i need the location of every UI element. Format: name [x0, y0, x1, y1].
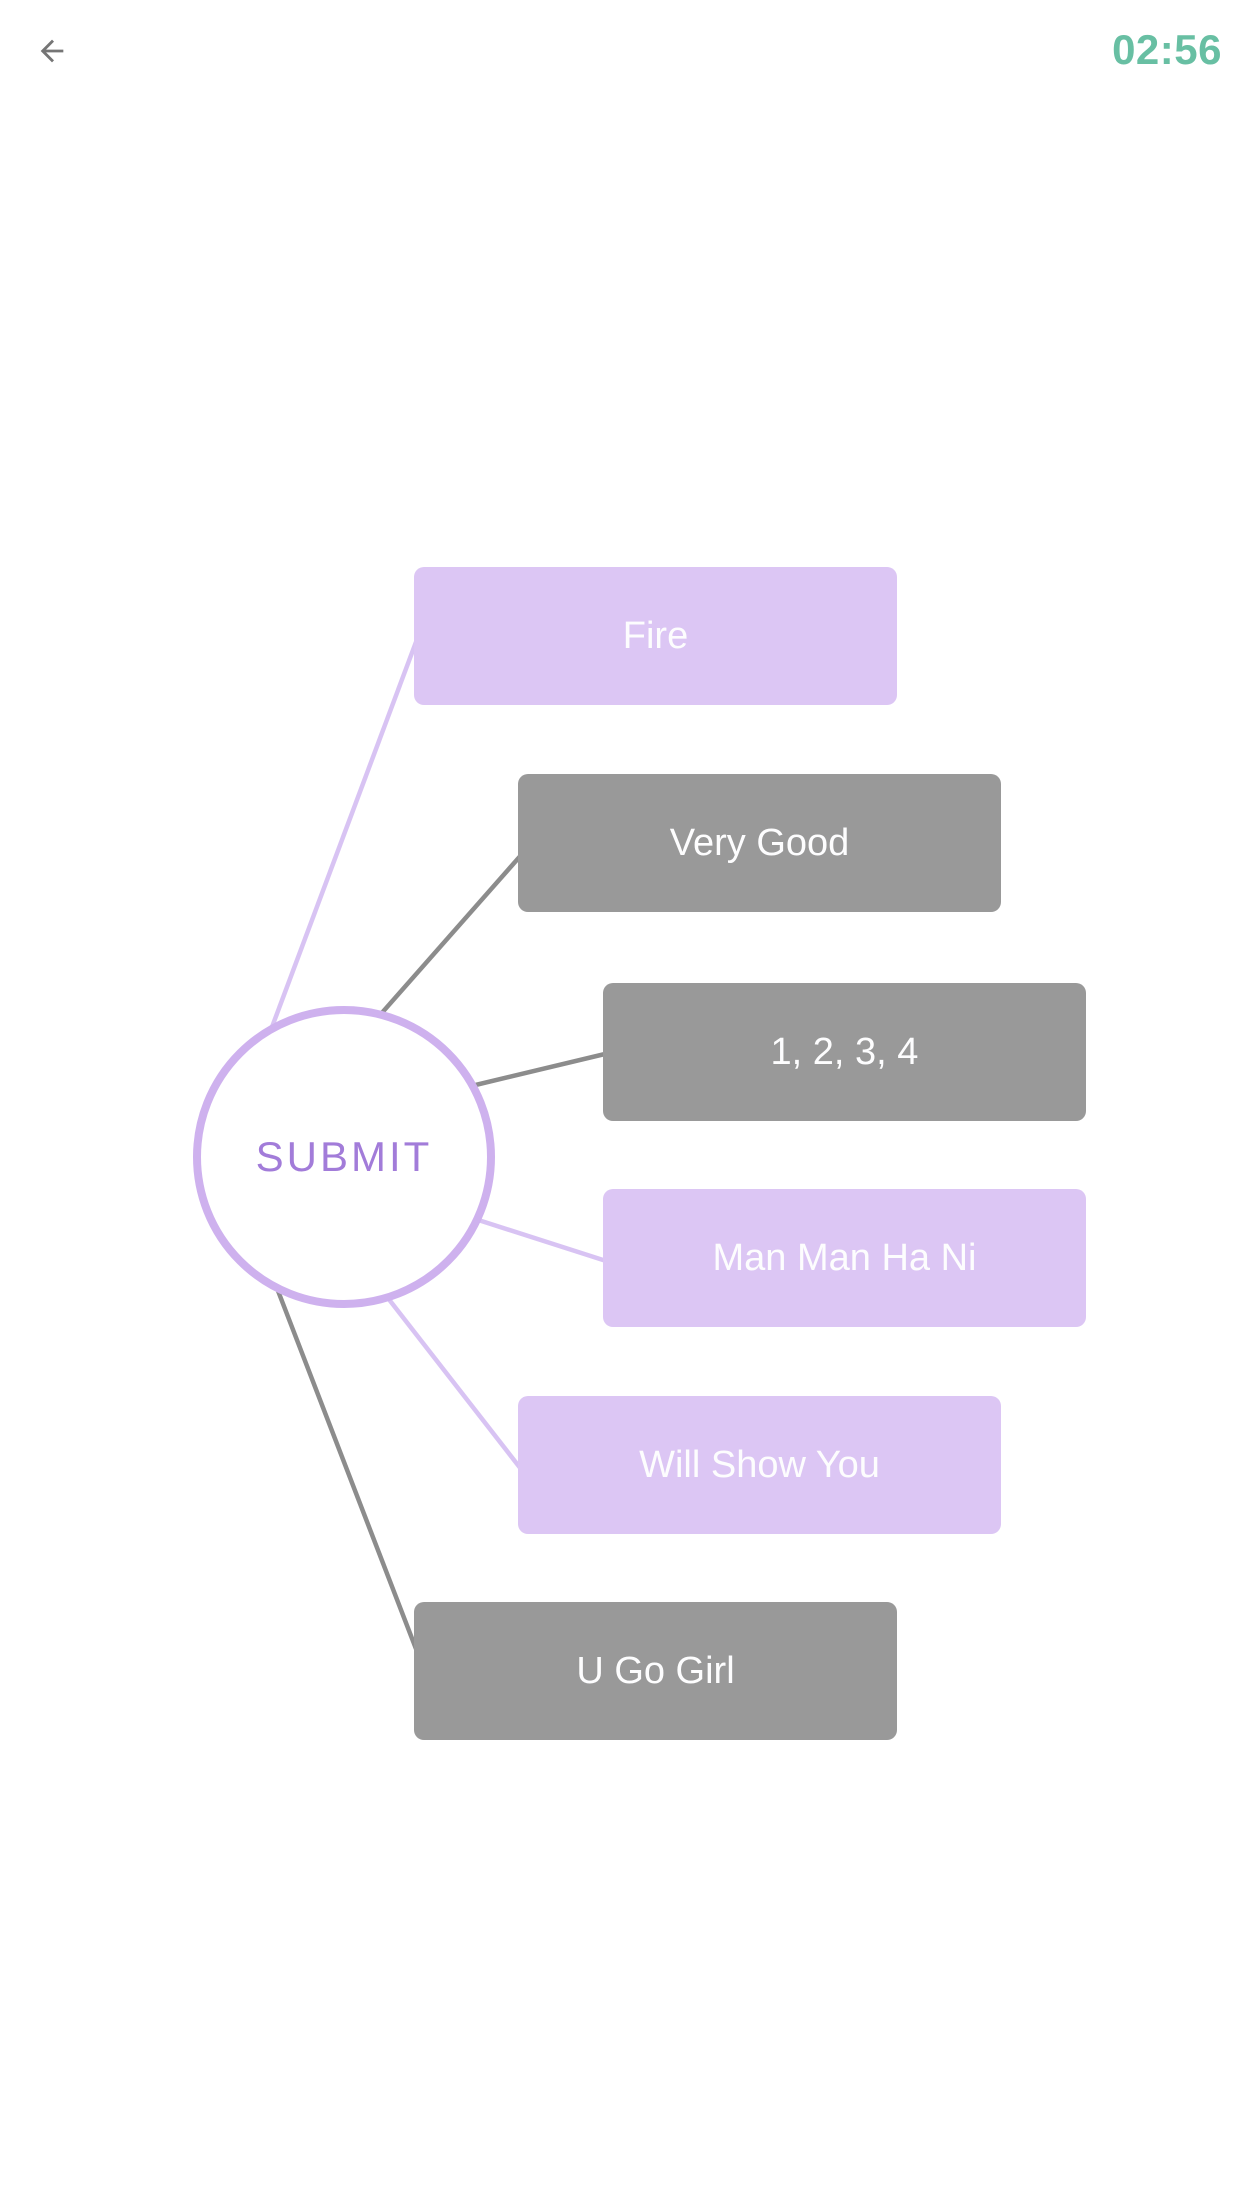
answer-option-label: Man Man Ha Ni [712, 1236, 977, 1279]
answer-option-label: Will Show You [639, 1443, 880, 1486]
submit-button[interactable]: SUBMIT [193, 1006, 495, 1308]
connector-line-fire [269, 617, 428, 1028]
answer-option-fire[interactable]: Fire [414, 567, 897, 705]
answer-option-label: U Go Girl [576, 1649, 735, 1692]
submit-label: SUBMIT [255, 1133, 433, 1180]
connector-line-man-man-ha-ni [468, 1214, 629, 1271]
answer-option-label: Very Good [669, 821, 850, 864]
answer-option-label: Fire [622, 614, 689, 657]
answer-option-man-man-ha-ni[interactable]: Man Man Ha Ni [603, 1189, 1086, 1327]
answer-option-will-show-you[interactable]: Will Show You [518, 1396, 1001, 1534]
arrow-left-icon [35, 34, 69, 71]
answer-option-label: 1, 2, 3, 4 [770, 1030, 919, 1073]
connector-line-u-go-girl [272, 1282, 431, 1681]
answer-option-u-go-girl[interactable]: U Go Girl [414, 1602, 897, 1740]
connector-line-will-show-you [382, 1291, 530, 1480]
connector-line-very-good [378, 843, 532, 1017]
countdown-timer: 02:56 [1112, 26, 1222, 73]
answer-option-very-good[interactable]: Very Good [518, 774, 1001, 912]
back-button[interactable] [27, 27, 77, 77]
connector-line-1234 [462, 1045, 631, 1091]
answer-option-1234[interactable]: 1, 2, 3, 4 [603, 983, 1086, 1121]
